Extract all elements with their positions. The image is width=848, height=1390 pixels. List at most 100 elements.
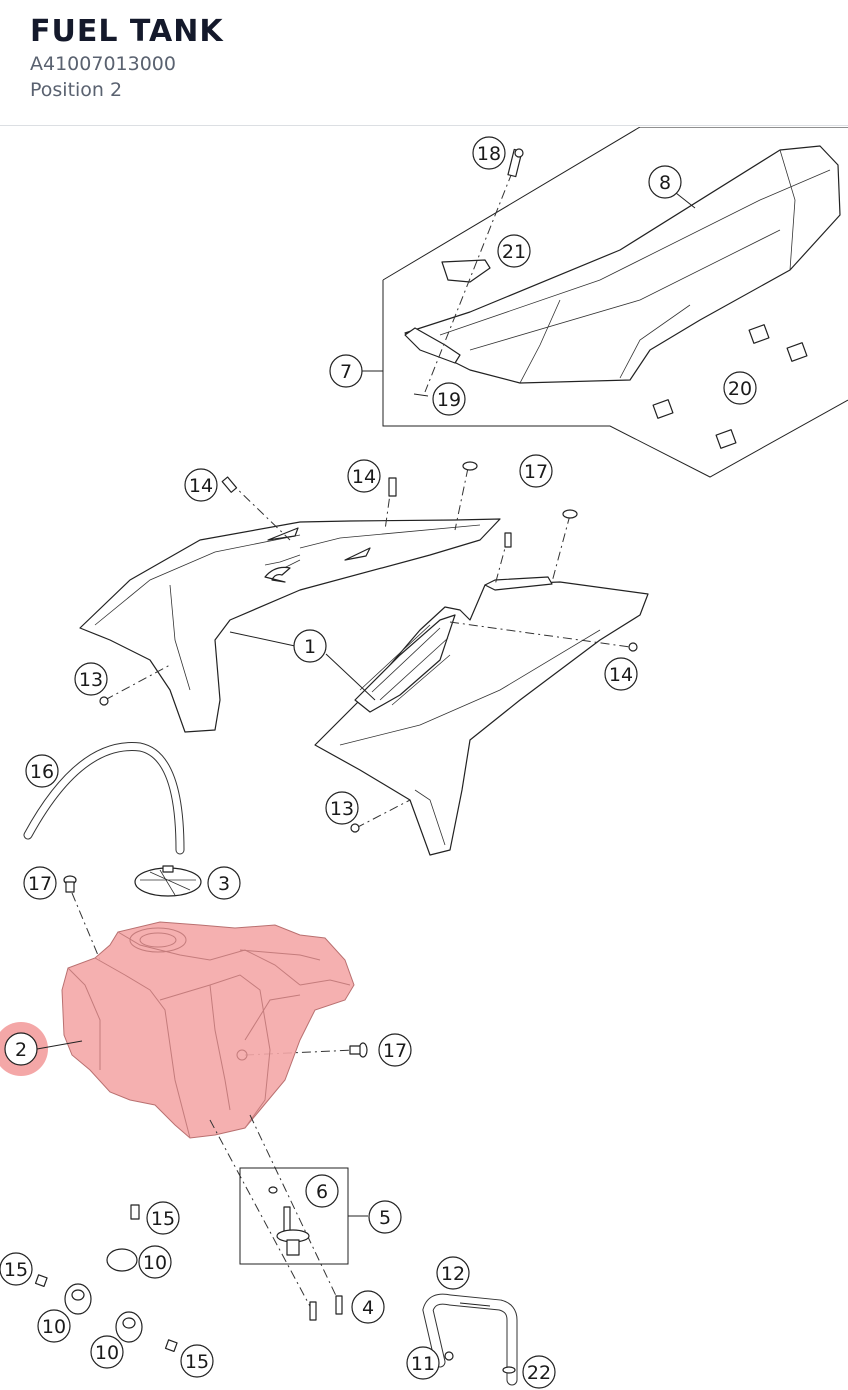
callout-13[interactable]: 13 (325, 791, 359, 825)
left-spoiler-part (79, 518, 501, 733)
callout-ring (497, 234, 531, 268)
callout-number: 17 (28, 873, 52, 895)
callout-number: 19 (437, 389, 461, 411)
callout-number: 12 (441, 1263, 465, 1285)
callout-number: 22 (527, 1362, 551, 1384)
callout-number: 2 (15, 1039, 27, 1061)
callout-ring (90, 1335, 124, 1369)
callout-ring (207, 866, 241, 900)
callout-15[interactable]: 15 (0, 1252, 33, 1286)
callout-ring (325, 791, 359, 825)
callout-number: 4 (362, 1297, 374, 1319)
callout-13[interactable]: 13 (74, 662, 108, 696)
callout-18[interactable]: 18 (472, 136, 506, 170)
callout-4[interactable]: 4 (351, 1290, 385, 1324)
callout-number: 8 (659, 172, 671, 194)
callout-ring (648, 165, 682, 199)
callout-ring (180, 1344, 214, 1378)
callout-ring (432, 382, 466, 416)
callout-8[interactable]: 8 (648, 165, 682, 199)
callout-number: 20 (728, 378, 752, 400)
callout-19[interactable]: 19 (432, 382, 466, 416)
callout-number: 3 (218, 873, 230, 895)
callout-12[interactable]: 12 (436, 1256, 470, 1290)
callout-6[interactable]: 6 (305, 1174, 339, 1208)
callout-number: 13 (330, 798, 354, 820)
callout-3[interactable]: 3 (207, 866, 241, 900)
page-title: FUEL TANK (30, 14, 224, 49)
callout-ring (351, 1290, 385, 1324)
callout-ring (378, 1033, 412, 1067)
seat-part (404, 145, 841, 384)
callout-5[interactable]: 5 (368, 1200, 402, 1234)
callout-ring (406, 1346, 440, 1380)
callout-ring (184, 468, 218, 502)
callout-15[interactable]: 15 (180, 1344, 214, 1378)
callout-number: 18 (477, 143, 501, 165)
callout-10[interactable]: 10 (37, 1309, 71, 1343)
callout-ring (138, 1245, 172, 1279)
callout-ring (472, 136, 506, 170)
callout-ring (604, 657, 638, 691)
callout-7[interactable]: 7 (329, 354, 363, 388)
callout-17[interactable]: 17 (23, 866, 57, 900)
callout-10[interactable]: 10 (138, 1245, 172, 1279)
fuel-hose-part (422, 1293, 518, 1386)
callout-number: 15 (4, 1259, 28, 1281)
position-label: Position 2 (30, 79, 123, 101)
callout-10[interactable]: 10 (90, 1335, 124, 1369)
page-header: FUEL TANK A41007013000 Position 2 (0, 0, 848, 126)
callout-number: 1 (304, 636, 316, 658)
callout-14[interactable]: 14 (184, 468, 218, 502)
part-number: A41007013000 (30, 53, 176, 75)
callout-17[interactable]: 17 (519, 454, 553, 488)
callout-ring (23, 866, 57, 900)
callout-ring (37, 1309, 71, 1343)
callout-ring (74, 662, 108, 696)
right-spoiler-part (314, 576, 649, 856)
callout-22[interactable]: 22 (522, 1355, 556, 1389)
callout-number: 17 (524, 461, 548, 483)
callout-11[interactable]: 11 (406, 1346, 440, 1380)
panel-fasteners (99, 461, 638, 833)
callout-14[interactable]: 14 (347, 459, 381, 493)
callout-ring (723, 371, 757, 405)
callout-number: 13 (79, 669, 103, 691)
callout-ring (305, 1174, 339, 1208)
seat-bracket-part (404, 148, 524, 397)
tank-screws (309, 1295, 343, 1321)
tank-bolts (63, 875, 368, 1058)
callout-ring (146, 1201, 180, 1235)
callout-ring (519, 454, 553, 488)
exploded-parts-diagram: 1882171920141417113141613173217651510151… (0, 127, 848, 1389)
callout-number: 11 (411, 1353, 435, 1375)
callout-16[interactable]: 16 (25, 754, 59, 788)
breather-hose-part (23, 742, 185, 855)
callout-14[interactable]: 14 (604, 657, 638, 691)
fuel-tank-part[interactable] (61, 921, 355, 1139)
callout-number: 17 (383, 1040, 407, 1062)
callout-number: 10 (95, 1342, 119, 1364)
fuel-cap-part (134, 865, 202, 897)
callout-2-leader (36, 1040, 83, 1050)
callout-21[interactable]: 21 (497, 234, 531, 268)
callout-number: 10 (42, 1316, 66, 1338)
fuel-pump-frame (239, 1167, 368, 1265)
seat-group-frame (362, 127, 848, 478)
callout-ring (0, 1252, 33, 1286)
callout-number: 14 (609, 664, 633, 686)
callout-ring (329, 354, 363, 388)
callout-number: 15 (185, 1351, 209, 1373)
callout-number: 14 (189, 475, 213, 497)
callout-1[interactable]: 1 (293, 629, 327, 663)
callout-number: 6 (316, 1181, 328, 1203)
callout-20[interactable]: 20 (723, 371, 757, 405)
callout-number: 15 (151, 1208, 175, 1230)
rubber-mounts (34, 1204, 178, 1353)
callout-2[interactable]: 2 (0, 1022, 48, 1076)
callout-ring (436, 1256, 470, 1290)
callout-17[interactable]: 17 (378, 1033, 412, 1067)
callout-15[interactable]: 15 (146, 1201, 180, 1235)
callout-ring (522, 1355, 556, 1389)
